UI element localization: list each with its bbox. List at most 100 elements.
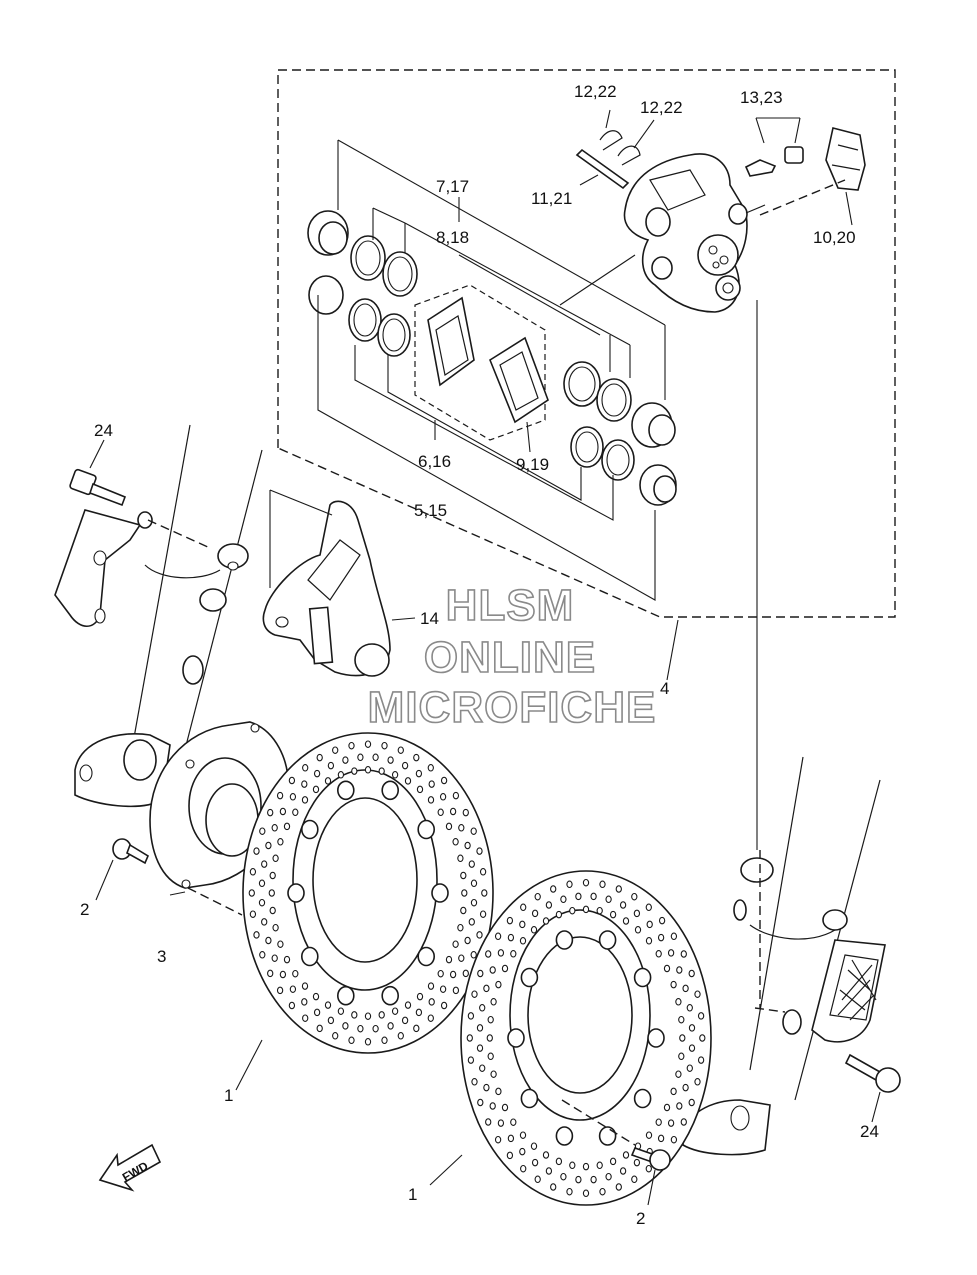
disc-drill-hole: [364, 1012, 372, 1020]
disc-drill-hole: [269, 871, 276, 880]
disc-drill-hole: [332, 746, 339, 754]
disc-drill-hole: [545, 1167, 553, 1175]
disc-drill-hole: [427, 1014, 434, 1022]
disc-rivet: [598, 930, 617, 950]
disc-drill-hole: [550, 885, 557, 893]
disc-drill-hole: [530, 1142, 538, 1150]
disc-drill-hole: [372, 1024, 379, 1033]
disc-drill-hole: [534, 1175, 541, 1184]
right-bracket-bolt: [844, 1053, 901, 1093]
disc-drill-hole: [467, 1056, 475, 1064]
disc-drill-hole: [485, 1118, 492, 1126]
disc-drill-hole: [292, 969, 299, 978]
disc-drill-hole: [279, 807, 287, 816]
disc-drill-hole: [248, 889, 255, 897]
disc-drill-hole: [697, 1056, 705, 1064]
disc-drill-hole: [599, 880, 606, 889]
disc-drill-hole: [458, 954, 465, 962]
disc-drill-hole: [460, 906, 467, 915]
disc-drill-hole: [520, 1164, 527, 1173]
right-sensor-bracket: [811, 939, 886, 1043]
disc-rivet: [555, 930, 574, 950]
callout-7-17: 7,17: [436, 177, 469, 196]
disc-drill-hole: [494, 1135, 502, 1144]
disc-drill-hole: [401, 1016, 409, 1025]
disc-drill-hole: [645, 903, 652, 912]
disc-drill-hole: [657, 933, 665, 942]
left-bracket-bolt: [69, 468, 127, 507]
left-brake-hose-bracket: [54, 509, 153, 628]
disc-drill-hole: [464, 841, 471, 850]
disc-drill-hole: [332, 1032, 339, 1040]
disc-drill-hole: [269, 906, 276, 915]
watermark: HLSM ONLINE MICROFICHE: [367, 580, 656, 733]
callout-12-22-b: 12,22: [640, 98, 683, 117]
disc-drill-hole: [381, 1036, 388, 1045]
disc-drill-hole: [569, 906, 576, 915]
disc-drill-hole: [494, 932, 502, 941]
disc-drill-hole: [427, 764, 434, 772]
disc-drill-hole: [279, 970, 287, 979]
disc-drill-hole: [313, 769, 321, 778]
disc-drill-hole: [283, 955, 291, 964]
disc-drill-hole: [302, 1014, 309, 1022]
disc-drill-hole: [694, 990, 701, 998]
disc-rivet: [647, 1028, 665, 1048]
disc-drill-hole: [676, 966, 683, 974]
disc-adapter-plate: [119, 721, 292, 916]
lower-leader-lines: [89, 300, 881, 1206]
disc-drill-hole: [289, 793, 297, 801]
exploded-caliper-body: [623, 153, 748, 313]
disc-drill-hole: [476, 1044, 484, 1052]
disc-drill-hole: [506, 1151, 514, 1160]
disc-drill-hole: [292, 808, 299, 817]
disc-drill-hole: [520, 903, 527, 912]
disc-drill-hole: [560, 895, 567, 904]
disc-drill-hole: [622, 1151, 630, 1159]
disc-rivet: [520, 1088, 539, 1109]
disc-drill-hole: [590, 892, 597, 901]
disc-drill-hole: [670, 1135, 678, 1144]
disc-drill-hole: [688, 1024, 696, 1032]
disc-drill-hole: [686, 1004, 693, 1012]
disc-rivet: [417, 946, 436, 967]
disc-drill-hole: [485, 950, 492, 958]
disc-drill-hole: [582, 878, 590, 887]
disc-drill-hole: [495, 1087, 502, 1096]
disc-drill-hole: [599, 1187, 606, 1196]
disc-drill-hole: [655, 1118, 662, 1126]
disc-drill-hole: [258, 879, 266, 888]
disc-drill-hole: [507, 1134, 515, 1143]
disc-drill-hole: [458, 824, 465, 832]
callout-2-b: 2: [636, 1209, 645, 1228]
disc-drill-hole: [680, 1118, 687, 1126]
disc-drill-hole: [288, 1001, 296, 1010]
disc-drill-hole: [483, 984, 490, 993]
disc-drill-hole: [477, 969, 484, 978]
disc-drill-hole: [261, 860, 268, 868]
disc-drill-hole: [501, 1103, 509, 1112]
disc-drill-hole: [468, 860, 475, 868]
callout-1-b: 1: [408, 1185, 417, 1204]
disc-drill-hole: [670, 980, 677, 989]
disc-drill-hole: [575, 892, 582, 901]
disc-drill-hole: [682, 984, 689, 993]
callout-14: 14: [420, 609, 439, 628]
disc-drill-hole: [401, 761, 409, 770]
disc-drill-hole: [697, 1012, 705, 1020]
disc-drill-hole: [542, 917, 550, 925]
disc-drill-hole: [550, 1183, 557, 1191]
disc-drill-hole: [682, 1083, 689, 1092]
disc-drill-hole: [530, 926, 538, 934]
disc-drill-hole: [634, 926, 642, 934]
disc-drill-hole: [519, 1147, 526, 1156]
disc-rivet: [287, 883, 305, 903]
disc-rivet: [555, 1126, 574, 1146]
disc-drill-hole: [391, 1007, 399, 1015]
disc-drill-hole: [470, 879, 478, 888]
disc-drill-hole: [670, 932, 678, 941]
disc-drill-hole: [575, 1175, 582, 1184]
disc-drill-hole: [364, 766, 372, 774]
disc-drill-hole: [462, 808, 469, 817]
disc-drill-hole: [619, 901, 627, 909]
